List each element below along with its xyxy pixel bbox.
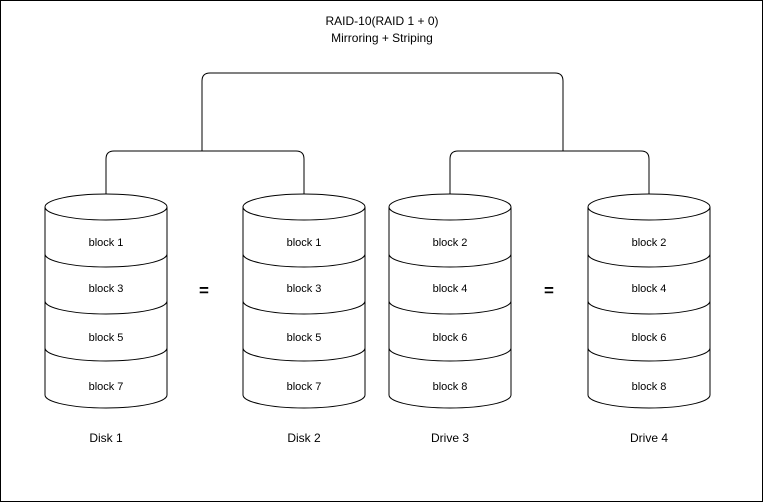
drive-3-cylinder [388, 193, 512, 409]
connector-right-bracket [449, 150, 650, 195]
connector-left-bracket [105, 150, 305, 195]
disk-1-label: Disk 1 [89, 431, 123, 445]
drive-3-block-label: block 4 [432, 283, 468, 295]
drive-4-cylinder [587, 193, 711, 409]
disk-1-block-label: block 1 [88, 237, 124, 249]
disk-2-block-label: block 7 [286, 381, 322, 393]
drive-4-block-label: block 4 [631, 283, 667, 295]
drive-3-block-label: block 2 [432, 237, 468, 249]
connector-top-bracket [201, 72, 564, 151]
drive-3-block-label: block 6 [432, 332, 468, 344]
drive-4-label: Drive 4 [629, 431, 669, 445]
diagram-subtitle: Mirroring + Striping [331, 31, 433, 45]
drive-4-block-label: block 6 [631, 332, 667, 344]
drive-3-block-label: block 8 [432, 381, 468, 393]
disk-1-cylinder [44, 193, 168, 409]
disk-1-block-label: block 7 [88, 381, 124, 393]
disk-2-label: Disk 2 [287, 431, 321, 445]
disk-2-cylinder [242, 193, 366, 409]
disk-2-block-label: block 3 [286, 283, 322, 295]
diagram-title: RAID-10(RAID 1 + 0) [325, 14, 439, 28]
drive-4-block-label: block 2 [631, 237, 667, 249]
disk-2-block-label: block 5 [286, 332, 322, 344]
disk-2-block-label: block 1 [286, 237, 322, 249]
disk-1-block-label: block 3 [88, 283, 124, 295]
disk-1-block-label: block 5 [88, 332, 124, 344]
equals-sign-left-pair: = [199, 281, 209, 300]
drive-4-block-label: block 8 [631, 381, 667, 393]
drive-3-label: Drive 3 [430, 431, 470, 445]
equals-sign-right-pair: = [544, 281, 554, 300]
